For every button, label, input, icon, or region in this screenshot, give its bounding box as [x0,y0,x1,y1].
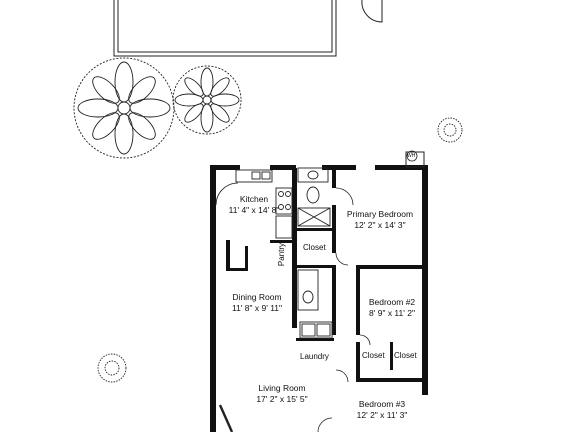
shrub-bottom-left [97,353,127,383]
room-bedroom-3-name: Bedroom #3 [358,399,406,409]
room-kitchen-name: Kitchen [239,194,269,204]
room-primary-bedroom-name: Primary Bedroom [346,209,414,219]
room-dining-size: 11' 8" x 9' 11" [231,303,283,313]
room-living-size: 17' 2" x 15' 5" [256,394,308,404]
room-primary-bedroom: Primary Bedroom 12' 2" x 14' 3" [338,209,422,231]
room-bedroom-2: Bedroom #2 8' 9" x 11' 2" [360,297,424,319]
room-living-name: Living Room [258,383,306,393]
room-primary-bedroom-size: 12' 2" x 14' 3" [354,220,406,230]
tree-large [73,57,175,159]
label-laundry: Laundry [300,352,329,361]
room-living: Living Room 17' 2" x 15' 5" [244,383,320,405]
kitchen-fixtures [235,169,293,239]
label-closet-hall: Closet [303,243,326,252]
label-closet-b2-right: Closet [394,351,417,360]
room-dining-name: Dining Room [232,292,282,302]
tree-medium [172,65,242,135]
label-pantry: Pantry [277,242,287,267]
room-kitchen: Kitchen 11' 4" x 14' 8" [224,194,284,216]
shrub-top-right [437,117,463,143]
door-swings [215,182,371,432]
room-kitchen-size: 11' 4" x 14' 8" [228,205,280,215]
interior-walls [226,168,426,382]
room-bedroom-2-name: Bedroom #2 [368,297,416,307]
label-water-heater: WH [407,153,416,159]
room-bedroom-2-size: 8' 9" x 11' 2" [369,308,415,318]
room-bedroom-3: Bedroom #3 12' 2" x 11' 3" [350,399,414,421]
label-closet-b2-left: Closet [362,351,385,360]
room-bedroom-3-size: 12' 2" x 11' 3" [356,410,408,420]
water-heater [406,150,418,162]
bath-fixtures [297,167,333,339]
exterior-outline [113,0,383,57]
room-dining: Dining Room 11' 8" x 9' 11" [222,292,292,314]
